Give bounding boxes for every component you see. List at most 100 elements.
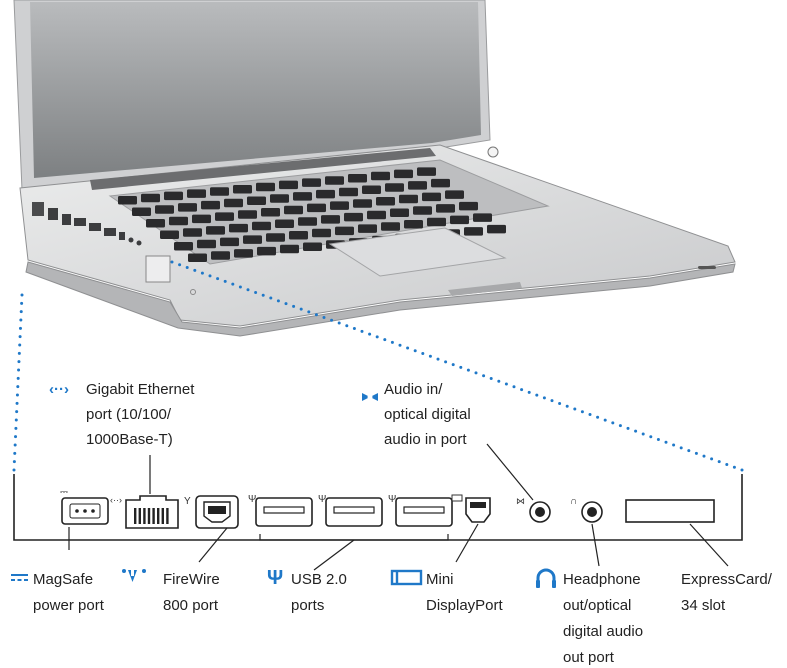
- callout-dot: [550, 399, 554, 403]
- ethernet-port: ‹··›: [110, 495, 179, 529]
- callout-dot: [596, 415, 600, 419]
- callout-dot: [649, 435, 653, 439]
- key: [275, 219, 294, 228]
- key: [210, 187, 229, 196]
- svg-text:⎓: ⎓: [60, 487, 68, 498]
- key: [206, 226, 225, 235]
- svg-text:Ψ: Ψ: [248, 494, 256, 505]
- callout-dot: [459, 365, 463, 369]
- callout-dot: [13, 451, 17, 455]
- callout-dot: [14, 426, 18, 430]
- callout-dot: [16, 376, 20, 380]
- callout-dot: [383, 338, 387, 342]
- key: [211, 251, 230, 260]
- expresscard-label: ExpressCard/ 34 slot: [681, 571, 776, 614]
- key: [270, 194, 289, 203]
- callout-dot: [618, 424, 622, 428]
- key: [224, 198, 243, 208]
- key: [344, 212, 363, 222]
- callout-dot: [588, 413, 592, 417]
- key: [381, 222, 400, 231]
- callout-dot: [16, 385, 20, 389]
- usb-label: Ψ USB 2.0 ports: [267, 567, 351, 614]
- expresscard-slot: [625, 499, 715, 523]
- key: [367, 210, 386, 220]
- sleep-indicator-light: [698, 266, 716, 269]
- port-panel: ⎓ ‹··› Y Ψ Ψ: [13, 474, 743, 541]
- key: [307, 203, 326, 213]
- key: [348, 174, 367, 183]
- key: [325, 176, 344, 185]
- key: [160, 230, 179, 239]
- callout-dot: [466, 368, 470, 372]
- callout-dot: [246, 288, 250, 292]
- key: [450, 215, 469, 225]
- callout-dot: [656, 437, 660, 441]
- ethernet-pin: [157, 508, 160, 524]
- key: [238, 210, 257, 219]
- callout-dot: [664, 440, 668, 444]
- key: [192, 214, 211, 224]
- callout-dot: [641, 432, 645, 436]
- key: [234, 249, 253, 258]
- callout-dot: [17, 368, 21, 372]
- key: [417, 167, 436, 176]
- key: [155, 205, 174, 214]
- ethernet-label: ‹··› Gigabit Ethernet port (10/100/ 1000…: [49, 381, 199, 448]
- ethernet-pin: [161, 508, 164, 524]
- callout-dot: [330, 318, 334, 322]
- callout-dot: [345, 324, 349, 328]
- key: [422, 192, 441, 202]
- power-button: [487, 146, 499, 158]
- key: [413, 206, 432, 215]
- firewire-port: Y: [184, 495, 239, 529]
- callout-dot: [542, 396, 546, 400]
- key: [427, 217, 446, 227]
- key: [256, 182, 275, 192]
- callout-dot: [352, 327, 356, 331]
- key: [330, 201, 349, 210]
- key: [339, 187, 358, 197]
- key: [459, 201, 478, 211]
- key: [312, 228, 331, 238]
- callout-dot: [19, 318, 23, 322]
- usb-icon: Ψ: [267, 567, 283, 589]
- usb-port-3: Ψ: [388, 494, 453, 527]
- callout-dot: [580, 410, 584, 414]
- callout-dot: [337, 321, 341, 325]
- key: [335, 226, 354, 236]
- key: [280, 244, 299, 254]
- mini-displayport: [451, 494, 491, 523]
- callout-dot: [238, 285, 242, 289]
- key: [261, 208, 280, 217]
- laptop-screen: [30, 2, 481, 178]
- callout-dot: [406, 346, 410, 350]
- key: [394, 169, 413, 179]
- key: [215, 212, 234, 221]
- callout-dot: [12, 468, 16, 472]
- callout-dot: [565, 404, 569, 408]
- audio-in-icon: [362, 393, 378, 401]
- key: [187, 189, 206, 198]
- laptop-illustration: [13, 0, 736, 337]
- key: [183, 228, 202, 237]
- headphone-label: Headphone out/optical digital audio out …: [563, 571, 647, 666]
- svg-text:Ψ: Ψ: [388, 494, 396, 505]
- callout-dot: [269, 296, 273, 300]
- label-icons: [11, 393, 556, 588]
- callout-dot: [672, 443, 676, 447]
- key: [371, 171, 390, 181]
- firewire-icon: [122, 569, 146, 582]
- callout-dot: [18, 343, 22, 347]
- firewire-label: FireWire 800 port: [163, 571, 224, 614]
- key: [229, 223, 248, 233]
- callout-dot: [444, 360, 448, 364]
- svg-text:‹··›: ‹··›: [110, 495, 122, 505]
- svg-text:Ψ: Ψ: [318, 494, 326, 505]
- key: [390, 208, 409, 217]
- callout-dot: [732, 465, 736, 469]
- callout-dot: [15, 401, 19, 405]
- key: [473, 213, 492, 222]
- key: [233, 185, 252, 194]
